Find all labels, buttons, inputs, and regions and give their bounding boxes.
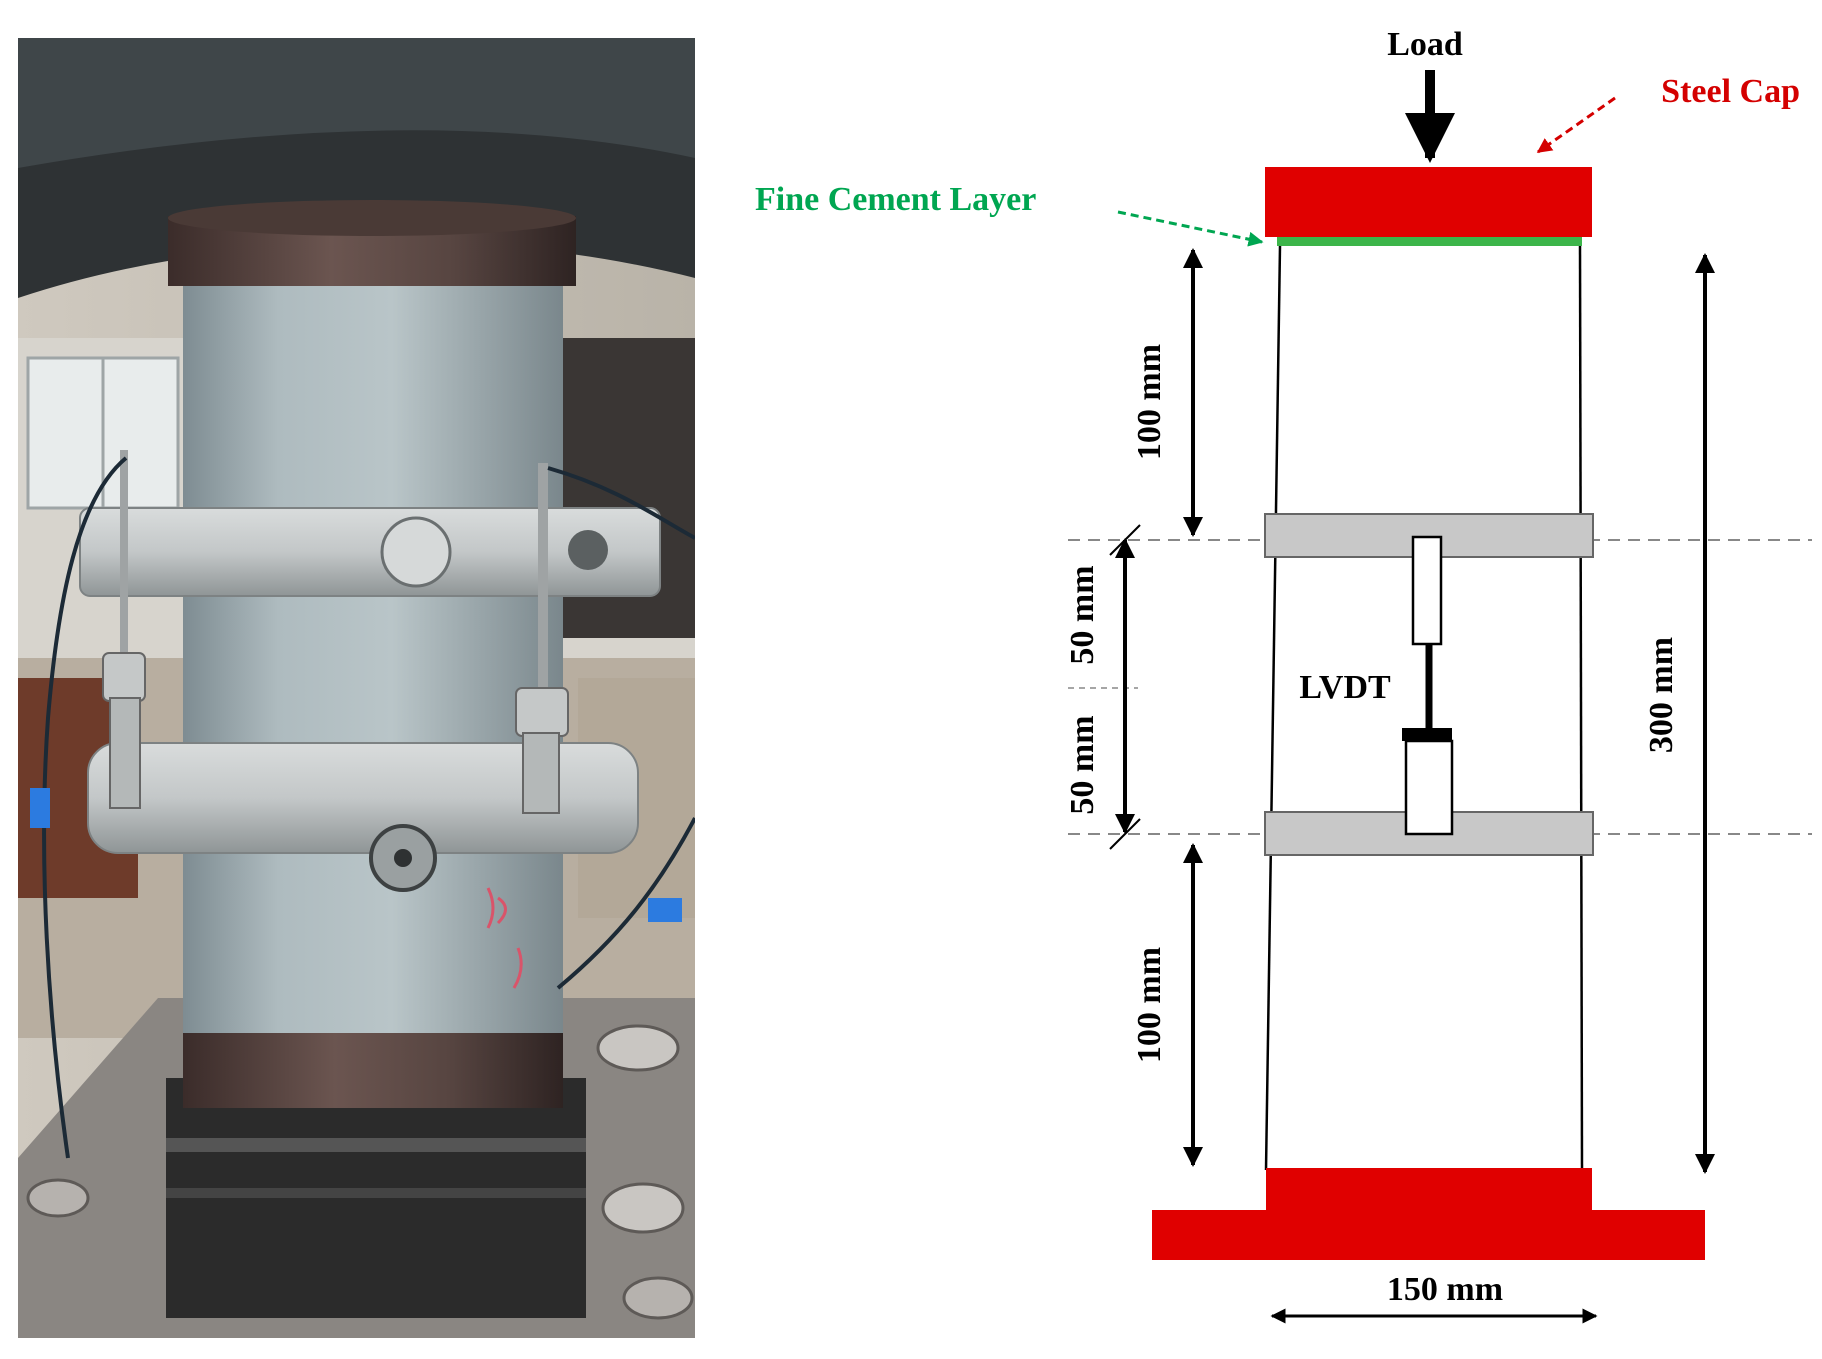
steel-cap-pointer-arrow <box>1536 96 1616 154</box>
load-label: Load <box>1387 26 1463 63</box>
dim-gauge-lower-label: 50 mm <box>1064 715 1101 814</box>
cylinder-right-edge <box>1578 245 1584 1171</box>
lvdt-upper-body <box>1411 535 1443 646</box>
dim-bottom-label: 100 mm <box>1131 947 1168 1063</box>
cylinder-left-edge <box>1264 245 1282 1171</box>
dim-gauge-tick-top <box>1109 524 1141 556</box>
base-plate <box>1152 1210 1705 1260</box>
dim-gauge-tick-bottom <box>1109 818 1141 850</box>
fine-cement-pointer-arrow <box>1117 210 1264 247</box>
fine-cement-layer <box>1277 237 1582 246</box>
dim-height-label: 300 mm <box>1643 637 1680 753</box>
test-setup-photo <box>18 38 695 1338</box>
lvdt-label: LVDT <box>1299 669 1391 706</box>
dim-gauge-upper-label: 50 mm <box>1064 565 1101 664</box>
dim-diameter-label: 150 mm <box>1387 1271 1503 1308</box>
fine-cement-layer-label: Fine Cement Layer <box>755 181 1036 218</box>
bottom-steel-cap <box>1266 1168 1592 1212</box>
steel-cap-label: Steel Cap <box>1661 73 1800 110</box>
lvdt-core-plate <box>1402 728 1452 741</box>
dim-top-label: 100 mm <box>1131 344 1168 460</box>
lvdt-lower-body <box>1404 739 1454 836</box>
top-steel-cap <box>1265 167 1592 237</box>
